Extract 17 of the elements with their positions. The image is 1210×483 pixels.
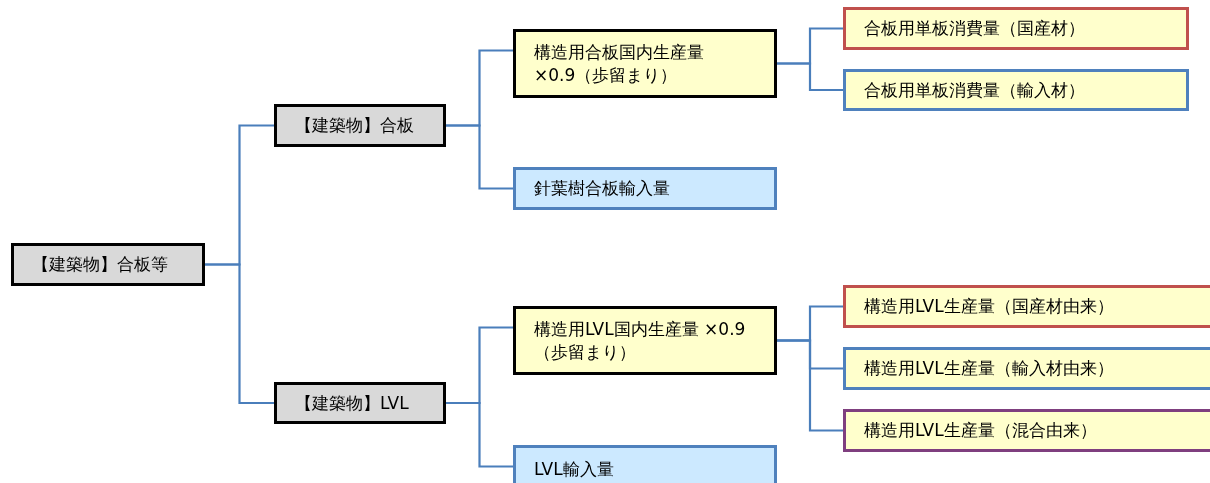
category-box: 構造用LVL生産量（国産材由来）: [843, 285, 1210, 328]
category-box: 【建築物】合板: [274, 104, 446, 147]
category-box: 【建築物】合板等: [11, 243, 205, 286]
category-box: 針葉樹合板輸入量: [513, 167, 777, 210]
connector-line: [205, 263, 274, 405]
connector-line: [777, 339, 843, 432]
category-box: 合板用単板消費量（輸入材）: [843, 69, 1189, 111]
category-box: 構造用合板国内生産量 ×0.9（歩留まり）: [513, 29, 777, 98]
category-box: 構造用LVL国内生産量 ×0.9（歩留まり）: [513, 306, 777, 375]
category-box: 【建築物】LVL: [274, 382, 446, 424]
connector-line: [777, 62, 843, 92]
category-box: LVL輸入量: [513, 445, 777, 483]
category-box: 構造用LVL生産量（混合由来）: [843, 409, 1210, 452]
category-box: 構造用LVL生産量（輸入材由来）: [843, 347, 1210, 390]
connector-line: [446, 124, 513, 190]
category-box: 合板用単板消費量（国産材）: [843, 7, 1189, 50]
connector-line: [446, 401, 513, 468]
